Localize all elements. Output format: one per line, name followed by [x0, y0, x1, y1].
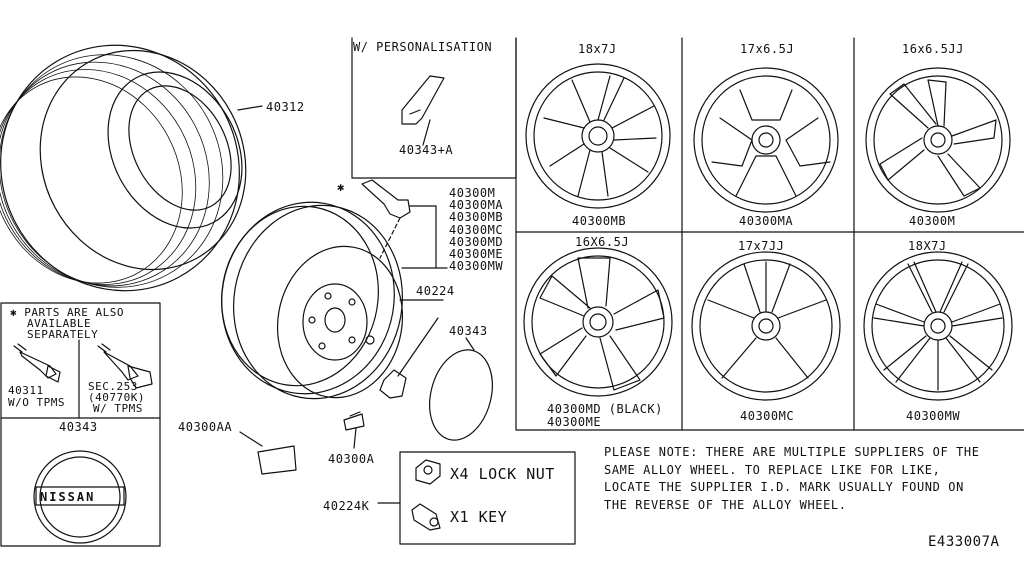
part-number-lock-set: 40224K — [323, 499, 370, 513]
part-number-nut: 40224 — [416, 284, 455, 298]
lug-nut-drawing — [379, 317, 439, 399]
valve-right-desc: W/ TPMS — [93, 402, 143, 415]
wheel-size-4: 17x7JJ — [738, 239, 785, 253]
part-number-sticker-a: 40300A — [328, 452, 375, 466]
separate-note-line-1: ✱ PARTS ARE ALSO — [10, 306, 124, 319]
valve-left-desc: W/O TPMS — [8, 396, 65, 409]
supplier-note: PLEASE NOTE: THERE ARE MULTIPLE SUPPLIER… — [604, 444, 1019, 514]
side-cap-code: 40343 — [59, 420, 98, 434]
note-line-4: THE REVERSE OF THE ALLOY WHEEL. — [604, 497, 847, 512]
nissan-logo-text: NISSAN — [40, 490, 96, 504]
wheel-16x6-5j-drawing — [523, 247, 673, 397]
wheel-size-0: 18x7J — [578, 42, 617, 56]
tire-drawing — [0, 44, 263, 292]
key-label: X1 KEY — [450, 508, 508, 526]
part-number-valve-2: 40300MB — [449, 210, 504, 225]
wheel-17x7jj-drawing — [691, 251, 841, 401]
part-number-valve-5: 40300ME — [449, 247, 504, 262]
personalisation-heading: W/ PERSONALISATION — [353, 40, 493, 54]
personalisation-box — [351, 37, 517, 179]
part-number-valve-6: 40300MW — [449, 259, 504, 274]
note-line-1: PLEASE NOTE: THERE ARE MULTIPLE SUPPLIER… — [604, 445, 980, 459]
diagram-id: E433007A — [928, 534, 1000, 550]
wheel-code-1: 40300MA — [739, 214, 794, 228]
part-number-stack: 40300M 40300MA 40300MB 40300MC 40300MD 4… — [449, 186, 504, 274]
valve-left-code: 40311 — [8, 384, 44, 397]
part-number-valve-3: 40300MC — [449, 222, 504, 237]
note-line-3: LOCATE THE SUPPLIER I.D. MARK USUALLY FO… — [604, 480, 964, 494]
wheel-18x7j-drawing — [525, 63, 671, 209]
valve-right-code: (40770K) — [88, 391, 145, 404]
wheel-code-0: 40300MB — [572, 214, 627, 228]
lock-nut-label: X4 LOCK NUT — [450, 465, 555, 483]
separate-note-line-3: SEPARATELY — [27, 328, 99, 341]
wheel-code-3: 40300MD (BLACK) — [547, 402, 663, 416]
separate-parts-box — [0, 302, 161, 547]
part-number-tire: 40312 — [266, 100, 305, 114]
part-number-valve-1: 40300MA — [449, 198, 504, 213]
asterisk-marker: ✱ — [337, 180, 345, 194]
wheel-18x7j-black-drawing — [863, 251, 1013, 401]
part-number-valve-0: 40300M — [449, 186, 496, 200]
wheel-code-2: 40300M — [909, 214, 956, 228]
part-number-center-cap: 40343 — [449, 324, 488, 338]
separate-note-line-2: AVAILABLE — [27, 317, 92, 330]
wheel-size-5: 18X7J — [908, 239, 947, 253]
wheel-code-4: 40300MC — [740, 409, 795, 423]
wheel-16x6-5jj-drawing — [865, 67, 1011, 213]
key-socket-icon — [411, 503, 441, 531]
wheel-grid — [515, 37, 1024, 431]
wheel-size-1: 17x6.5J — [740, 42, 795, 56]
wheel-code-5: 40300MW — [906, 409, 961, 423]
wheel-code2-3: 40300ME — [547, 415, 602, 429]
part-number-sticker-aa: 40300AA — [178, 420, 233, 434]
wheel-size-2: 16x6.5JJ — [902, 42, 964, 56]
lock-nut-icon — [415, 459, 441, 485]
note-line-2: SAME ALLOY WHEEL. TO REPLACE LIKE FOR LI… — [604, 462, 941, 477]
steel-rim-drawing — [221, 201, 404, 400]
wheel-17x6-5j-drawing — [693, 67, 839, 213]
lock-kit-box — [377, 451, 576, 545]
sticker-drawings — [239, 411, 365, 475]
valve-right-ref: SEC.253 — [88, 380, 138, 393]
valve-stem-drawing — [361, 179, 448, 269]
part-number-valve-4: 40300MD — [449, 234, 504, 249]
center-cap-drawing — [429, 337, 493, 441]
part-number-personalisation-cap: 40343+A — [399, 143, 454, 157]
wheel-size-3: 16X6.5J — [575, 235, 630, 249]
